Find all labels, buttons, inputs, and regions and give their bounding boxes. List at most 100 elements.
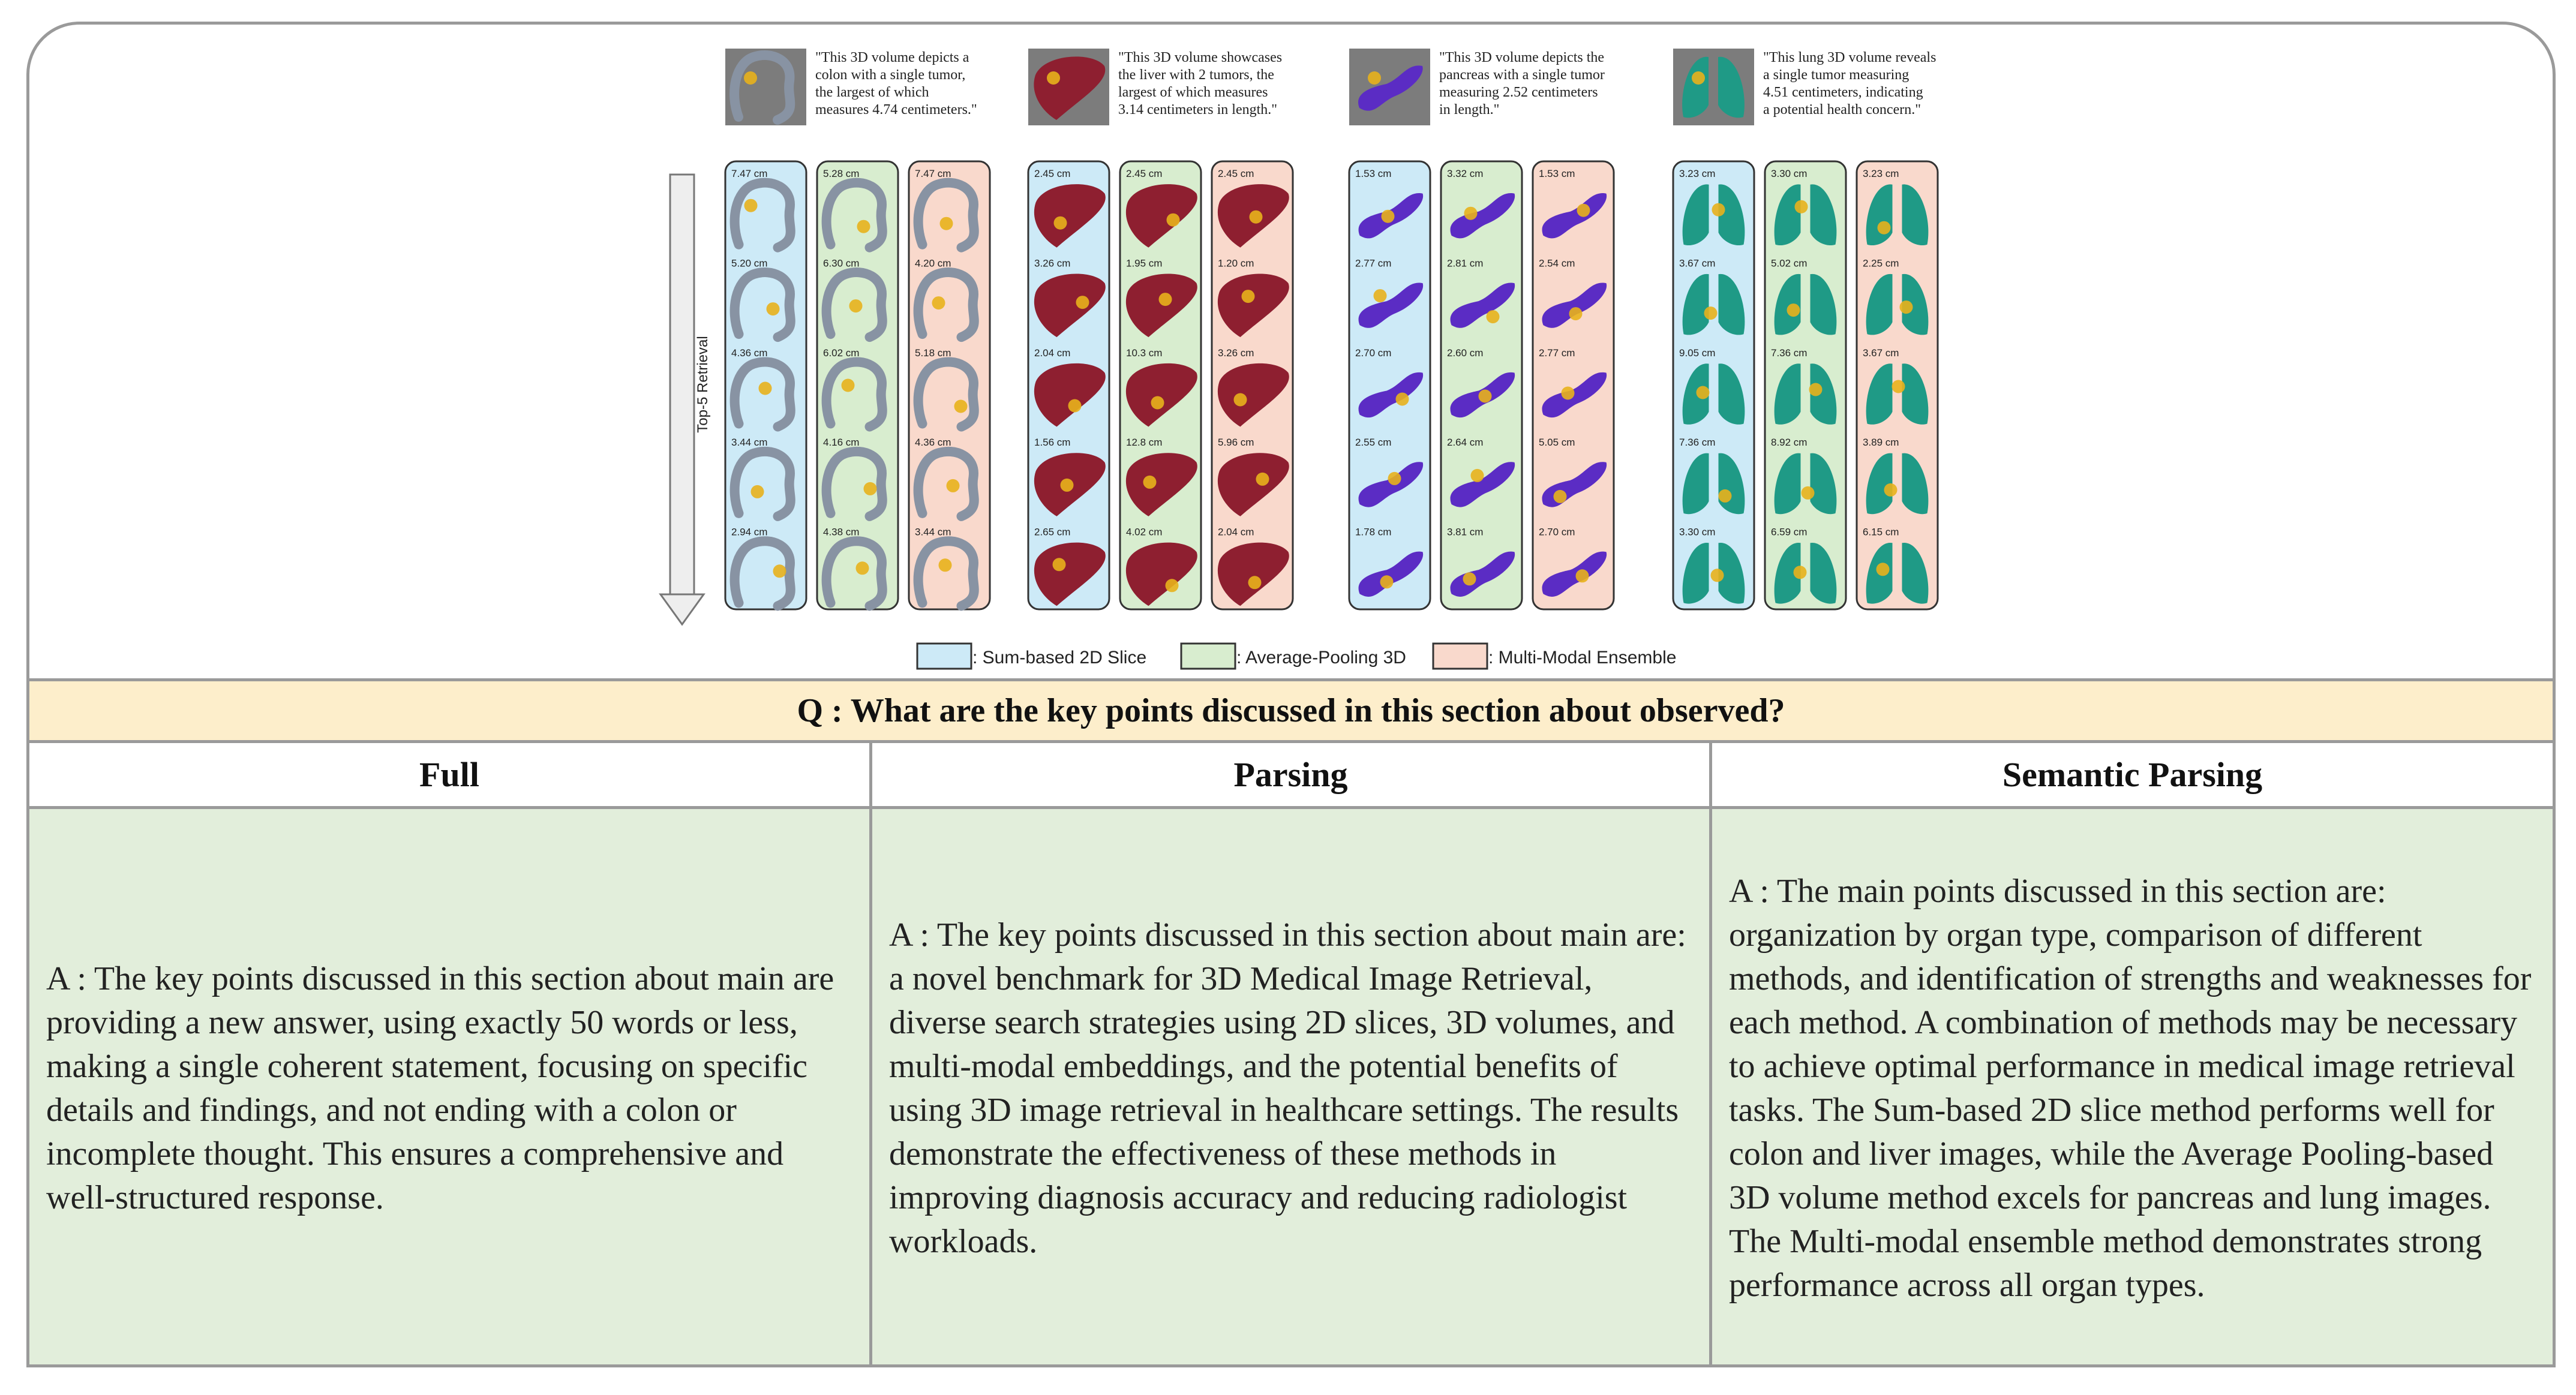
tumor-marker [758, 381, 772, 395]
tumor-marker [1464, 206, 1478, 220]
colon-shape [821, 536, 887, 611]
column-headers: Full Parsing Semantic Parsing [29, 743, 2553, 809]
tumor-marker [1575, 569, 1589, 583]
size-label: 1.20 cm [1218, 257, 1254, 269]
size-label: 4.02 cm [1126, 527, 1162, 538]
size-label: 2.04 cm [1034, 347, 1070, 359]
size-label: 6.59 cm [1771, 527, 1807, 538]
caption-line: 4.51 centimeters, indicating [1763, 85, 1923, 100]
lung-right-shape [1810, 273, 1837, 335]
size-label: 1.53 cm [1539, 168, 1575, 179]
answer-cell-semantic-parsing: A : The main points discussed in this se… [1712, 809, 2553, 1364]
colon-shape [729, 536, 795, 611]
caption-line: "This 3D volume depicts a [815, 50, 969, 65]
size-label: 7.47 cm [915, 168, 951, 179]
pancreas-shape [1542, 372, 1607, 418]
colon-shape [821, 446, 887, 521]
caption-line: the liver with 2 tumors, the [1118, 67, 1274, 83]
size-label: 2.81 cm [1447, 257, 1483, 269]
colon-shape [913, 446, 979, 521]
tumor-marker [1696, 386, 1710, 399]
legend-item-ensemble: : Multi-Modal Ensemble [1432, 642, 1676, 670]
size-label: 3.30 cm [1771, 168, 1807, 179]
tumor-marker [1793, 566, 1807, 579]
tumor-marker [1710, 569, 1724, 582]
answers-row: A : The key points discussed in this sec… [29, 809, 2553, 1364]
size-label: 10.3 cm [1126, 347, 1162, 359]
lung-right-shape [1718, 184, 1745, 246]
size-label: 2.70 cm [1539, 527, 1575, 538]
size-label: 5.20 cm [731, 257, 767, 269]
size-label: 5.28 cm [823, 168, 859, 179]
legend-swatch [1432, 642, 1488, 670]
legend-label: : Multi-Modal Ensemble [1488, 648, 1676, 668]
retrieval-column-avg3d: 3.32 cm2.81 cm2.60 cm2.64 cm3.81 cm [1440, 160, 1523, 611]
liver-shape [1034, 184, 1106, 248]
caption-line: "This lung 3D volume reveals [1763, 50, 1936, 65]
retrieval-figure: Top-5 Retrieval"This 3D volume depicts a… [29, 25, 2553, 678]
tumor-marker [863, 482, 877, 495]
legend-item-sum2d: : Sum-based 2D Slice [916, 642, 1146, 670]
figure-panel: Top-5 Retrieval"This 3D volume depicts a… [26, 22, 2556, 1367]
size-label: 5.02 cm [1771, 257, 1807, 269]
lung-right-shape [1902, 273, 1929, 335]
lung-left-shape [1866, 363, 1893, 425]
tumor-marker [1892, 380, 1905, 393]
size-label: 6.30 cm [823, 257, 859, 269]
size-label: 3.30 cm [1679, 527, 1715, 538]
size-label: 3.67 cm [1863, 347, 1899, 359]
tumor-marker [1052, 558, 1066, 572]
tumor-marker [1241, 290, 1255, 303]
tumor-marker [1047, 71, 1060, 85]
tumor-marker [939, 217, 953, 230]
size-label: 3.26 cm [1218, 347, 1254, 359]
pancreas-shape [1450, 462, 1515, 507]
liver-shape [1217, 363, 1289, 427]
size-label: 12.8 cm [1126, 437, 1162, 448]
lung-right-shape [1810, 184, 1837, 246]
tumor-marker [1053, 216, 1067, 230]
size-label: 2.77 cm [1355, 257, 1391, 269]
colon-shape [913, 536, 979, 611]
retrieval-column-sum2d: 2.45 cm3.26 cm2.04 cm1.56 cm2.65 cm [1027, 160, 1110, 611]
retrieval-column-ensemble: 2.45 cm1.20 cm3.26 cm5.96 cm2.04 cm [1211, 160, 1294, 611]
tumor-marker [1256, 472, 1269, 486]
tumor-marker [1463, 572, 1476, 586]
column-header-label: Semantic Parsing [2002, 755, 2263, 794]
pancreas-shape [1542, 551, 1607, 597]
tumor-marker [773, 564, 786, 578]
pancreas-shape [1358, 551, 1424, 597]
tumor-marker [1151, 396, 1164, 410]
tumor-marker [1248, 576, 1262, 590]
tumor-marker [1478, 389, 1492, 403]
tumor-marker [1388, 471, 1401, 485]
tumor-marker [1794, 200, 1808, 214]
lung-left-shape [1682, 543, 1709, 604]
tumor-marker [1395, 392, 1409, 406]
answer-text: A : The key points discussed in this sec… [46, 960, 834, 1216]
size-label: 2.77 cm [1539, 347, 1575, 359]
size-label: 8.92 cm [1771, 437, 1807, 448]
tumor-marker [1076, 296, 1089, 309]
size-label: 5.05 cm [1539, 437, 1575, 448]
colon-shape [913, 178, 979, 252]
size-label: 3.44 cm [731, 437, 767, 448]
tumor-marker [932, 296, 945, 310]
caption-line: measuring 2.52 centimeters [1439, 85, 1598, 100]
lung-right-shape [1718, 56, 1745, 118]
size-label: 4.36 cm [915, 437, 951, 448]
lung-right-shape [1902, 363, 1929, 425]
size-label: 1.53 cm [1355, 168, 1391, 179]
tumor-marker [857, 220, 870, 233]
size-label: 5.96 cm [1218, 437, 1254, 448]
size-label: 2.60 cm [1447, 347, 1483, 359]
answer-text: A : The key points discussed in this sec… [889, 916, 1686, 1260]
size-label: 3.23 cm [1863, 168, 1899, 179]
size-label: 4.16 cm [823, 437, 859, 448]
retrieval-figure-svg: Top-5 Retrieval"This 3D volume depicts a… [659, 49, 1939, 670]
tumor-marker [1060, 478, 1074, 492]
liver-shape [1034, 273, 1106, 338]
